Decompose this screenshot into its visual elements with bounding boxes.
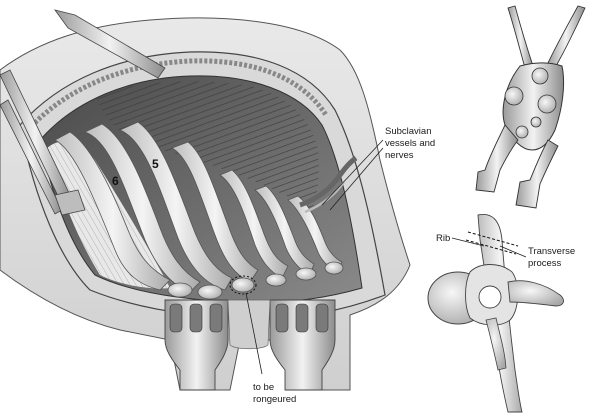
subclavian-label-line2: vessels and [385, 138, 435, 149]
rib-number-five: 5 [152, 157, 159, 171]
subclavian-leader-1 [321, 139, 384, 206]
rib-cut-line [467, 231, 519, 247]
rib-head [265, 273, 287, 287]
paraspinal-muscle [227, 299, 271, 350]
transverse-leader [499, 245, 527, 258]
transverse-label-line1: Transverse [528, 246, 575, 257]
vertebral-clamps [164, 299, 336, 391]
spinous-process [485, 317, 507, 371]
transverse-process [507, 280, 564, 307]
rongeur-pivot [537, 94, 557, 114]
subclavian-label-line1: Subclavian [385, 126, 431, 137]
muscle-fibers [95, 81, 319, 210]
rongeur-pivot [515, 125, 529, 139]
clamp-tooth [275, 303, 289, 333]
clamp-tooth [295, 303, 309, 333]
rib-cut-line [465, 239, 517, 255]
retractor-blade [54, 189, 86, 216]
rib-5 [118, 121, 233, 291]
rib-head [324, 261, 344, 275]
spinal-canal [478, 285, 502, 309]
rib-head [231, 277, 255, 293]
rib-4 [171, 141, 259, 283]
rongeur-jaw-right [515, 139, 559, 209]
rongeur-pivot [531, 67, 549, 85]
rongeur-jaw-left [475, 124, 519, 193]
rib-6 [83, 123, 201, 293]
subclavian-label-line3: nerves [385, 150, 414, 161]
fat-layer-texture [26, 58, 329, 132]
rib-7 [54, 131, 171, 291]
rongeur-pivot [530, 116, 542, 128]
rongeur-handle-right [546, 5, 586, 69]
clamp-tooth [189, 303, 203, 333]
rib-3 [219, 169, 289, 279]
rongeur-handle-left [507, 5, 534, 69]
rib-number-six: 6 [112, 174, 119, 188]
rib-leader [451, 237, 485, 247]
rongeur-label-line2: rongeured [253, 394, 296, 405]
rongeur-label-line1: to be [253, 382, 274, 393]
vertebra-inset: Rib Transverse process [427, 213, 575, 413]
subclavian-vessels [299, 155, 358, 208]
transverse-label-line2: process [528, 258, 562, 269]
rib-head [197, 284, 223, 300]
rongeur-target [229, 275, 257, 295]
rib-label: Rib [436, 233, 450, 244]
rongeur-instrument [475, 5, 586, 209]
subclavian-leader-2 [329, 147, 384, 211]
clamp-tooth [315, 303, 329, 333]
rib-heads [167, 261, 344, 300]
clamp-tooth [209, 303, 223, 333]
operative-field: 6 5 Subclavian vessels and nerves to be … [0, 9, 435, 405]
retractor-arm [54, 9, 166, 79]
rib-1 [287, 195, 343, 273]
retractor-left [0, 9, 166, 216]
rongeur-leader [245, 292, 263, 375]
rongeur-pivot [504, 86, 524, 106]
rib-head [295, 267, 317, 281]
rib-set [54, 121, 343, 293]
clamp-tooth [169, 303, 183, 333]
rib-head [167, 282, 193, 298]
